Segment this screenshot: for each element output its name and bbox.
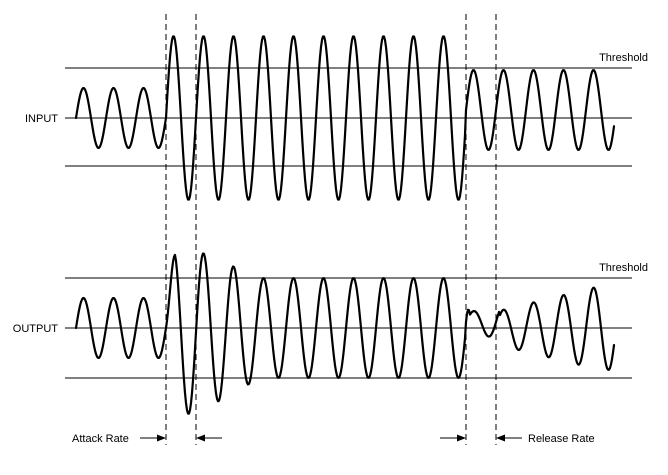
- output-label: OUTPUT: [13, 323, 59, 335]
- release-arrow-left-icon: [496, 434, 505, 442]
- attack-rate-label: Attack Rate: [72, 433, 129, 445]
- release-arrow-right-icon: [457, 434, 466, 442]
- input-waveform: [74, 35, 616, 201]
- attack-rate-annotation: Attack Rate: [72, 433, 222, 445]
- input-label: INPUT: [25, 113, 58, 125]
- input-panel: Threshold INPUT: [25, 35, 648, 201]
- release-rate-annotation: Release Rate: [440, 433, 595, 445]
- output-threshold-label: Threshold: [599, 262, 648, 274]
- output-waveform: [74, 252, 616, 415]
- attack-arrow-left-icon: [196, 434, 205, 442]
- attack-arrow-right-icon: [157, 434, 166, 442]
- release-rate-label: Release Rate: [528, 433, 595, 445]
- output-panel: Threshold OUTPUT: [13, 252, 648, 415]
- input-threshold-label: Threshold: [599, 52, 648, 64]
